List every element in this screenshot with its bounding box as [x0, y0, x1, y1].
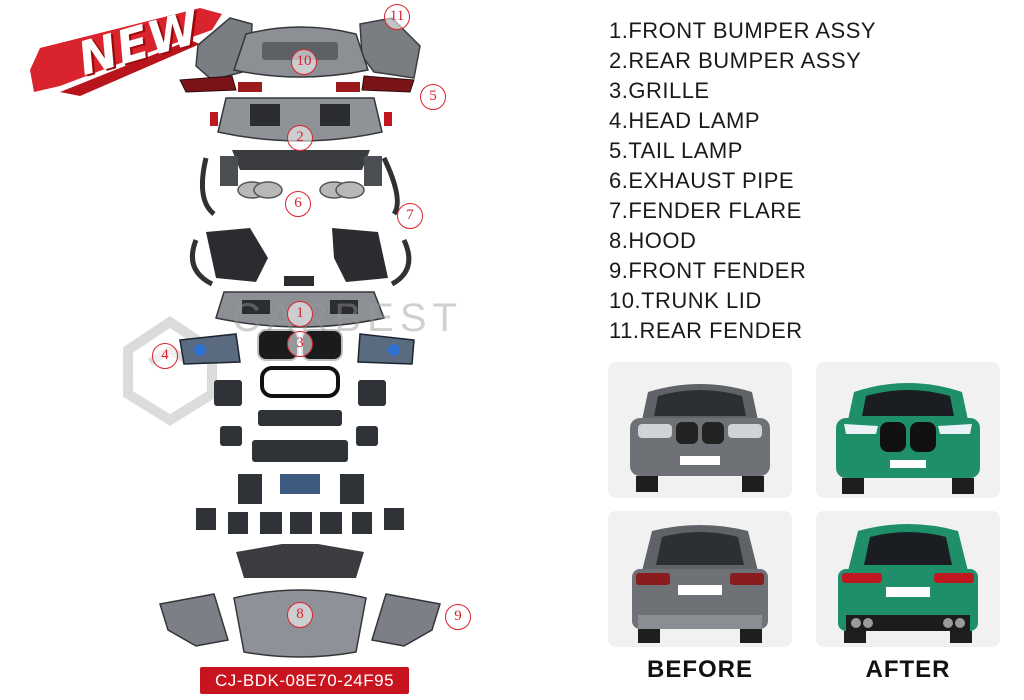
after-caption: AFTER: [865, 656, 951, 683]
list-item: 8.HOOD: [609, 228, 697, 253]
parts-diagram: NEW CARBEST 1 2 3 4 5 6 7 8 9 10 11 CJ-B…: [28, 0, 471, 694]
list-item: 11.REAR FENDER: [609, 318, 803, 343]
product-code: CJ-BDK-08E70-24F95: [200, 667, 409, 694]
bracket-parts: [196, 380, 404, 534]
list-item: 2.REAR BUMPER ASSY: [609, 48, 862, 73]
list-item: 10.TRUNK LID: [609, 288, 762, 313]
callout-6: 6: [285, 191, 311, 217]
after-front-photo: [816, 362, 1000, 498]
list-item: 5.TAIL LAMP: [609, 138, 743, 163]
callout-9: 9: [445, 604, 471, 630]
callout-10: 10: [291, 49, 317, 75]
callout-5: 5: [420, 84, 446, 110]
before-rear-photo: [608, 511, 792, 647]
fender-flare-parts: [190, 156, 412, 287]
front-fender-parts: [159, 593, 441, 647]
list-item: 3.GRILLE: [609, 78, 710, 103]
before-front-photo: [608, 362, 792, 498]
callout-11: 11: [384, 4, 410, 30]
callout-3: 3: [287, 331, 313, 357]
list-item: 1.FRONT BUMPER ASSY: [609, 18, 877, 43]
undertray-part: [236, 544, 364, 578]
watermark-logo: [123, 315, 217, 426]
list-item: 4.HEAD LAMP: [609, 108, 760, 133]
after-rear-photo: [816, 511, 1000, 647]
tail-lamp-parts: [179, 75, 415, 93]
list-item: 9.FRONT FENDER: [609, 258, 807, 283]
exhaust-pipe-parts: [237, 181, 365, 199]
callout-2: 2: [287, 125, 313, 151]
callout-1: 1: [287, 301, 313, 327]
before-caption: BEFORE: [646, 656, 753, 683]
list-item: 7.FENDER FLARE: [609, 198, 802, 223]
list-item: 6.EXHAUST PIPE: [609, 168, 795, 193]
new-brush-stroke: [30, 8, 222, 92]
callout-7: 7: [397, 203, 423, 229]
wheel-liner-parts: [206, 228, 388, 282]
watermark-text: CARBEST: [232, 296, 463, 340]
parts-list: 1.FRONT BUMPER ASSY 2.REAR BUMPER ASSY 3…: [609, 16, 1009, 346]
callout-8: 8: [287, 602, 313, 628]
new-badge: NEW: [28, 0, 218, 88]
headlamp-parts: [179, 333, 415, 365]
callout-4: 4: [152, 343, 178, 369]
